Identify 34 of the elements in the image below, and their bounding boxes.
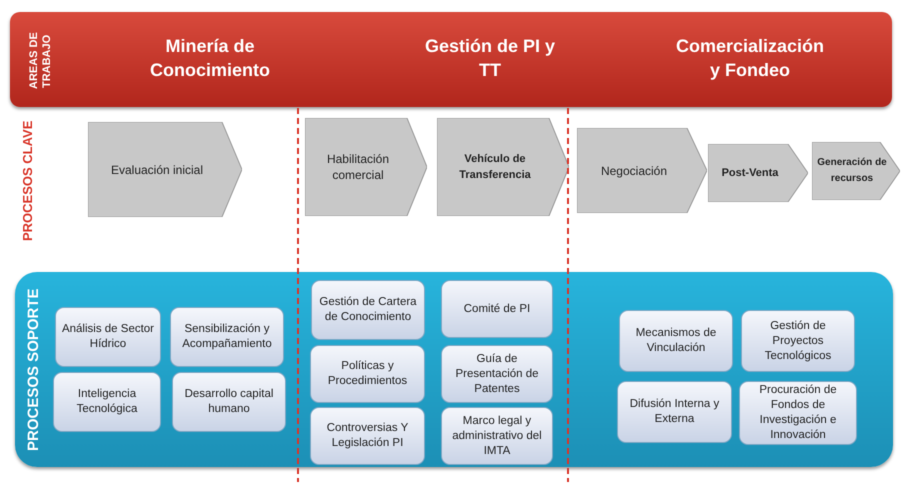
- support-box: Análisis de Sector Hídrico: [55, 307, 161, 367]
- support-box: Difusión Interna y Externa: [617, 381, 732, 443]
- support-box: Comité de PI: [441, 280, 553, 338]
- row-heading: PROCESOS SOPORTE: [24, 287, 43, 453]
- process-step-box: [88, 122, 242, 217]
- support-box: Gestión de Proyectos Tecnológicos: [741, 310, 855, 372]
- process-label: Vehículo de Transferencia: [458, 152, 532, 183]
- row-heading: AREAS DE TRABAJO: [28, 32, 54, 92]
- process-step-box: [437, 118, 569, 216]
- support-box: Desarrollo capital humano: [172, 372, 286, 432]
- support-box: Inteligencia Tecnológica: [53, 372, 161, 432]
- support-box: Políticas y Procedimientos: [310, 345, 425, 403]
- process-label: Evaluación inicial: [110, 162, 204, 178]
- support-panel: [15, 272, 893, 467]
- header-band: [10, 12, 892, 107]
- area-title: Comercialización y Fondeo: [674, 35, 826, 82]
- support-box: Marco legal y administrativo del IMTA: [441, 407, 553, 465]
- process-label: Habilitación comercial: [326, 151, 390, 183]
- support-box: Procuración de Fondos de Investigación e Innovación: [739, 381, 857, 445]
- row-heading: PROCESOS CLAVE: [20, 119, 36, 243]
- area-title: Minería de Conocimiento: [149, 35, 271, 82]
- area-title: Gestión de PI y TT: [424, 35, 556, 82]
- process-step-box: [812, 142, 900, 200]
- process-step-box: [577, 128, 707, 213]
- support-box: Controversias Y Legislación PI: [310, 407, 425, 465]
- process-label: Post-Venta: [720, 166, 780, 181]
- support-box: Gestión de Cartera de Conocimiento: [311, 280, 425, 340]
- support-box: Sensibilización y Acompañamiento: [170, 307, 284, 367]
- support-box: Mecanismos de Vinculación: [619, 310, 733, 372]
- process-label: Negociación: [600, 162, 668, 178]
- process-step-box: [305, 118, 427, 216]
- support-box: Guía de Presentación de Patentes: [441, 345, 553, 403]
- process-label: Generación de recursos: [816, 156, 888, 186]
- process-step-box: [708, 144, 808, 202]
